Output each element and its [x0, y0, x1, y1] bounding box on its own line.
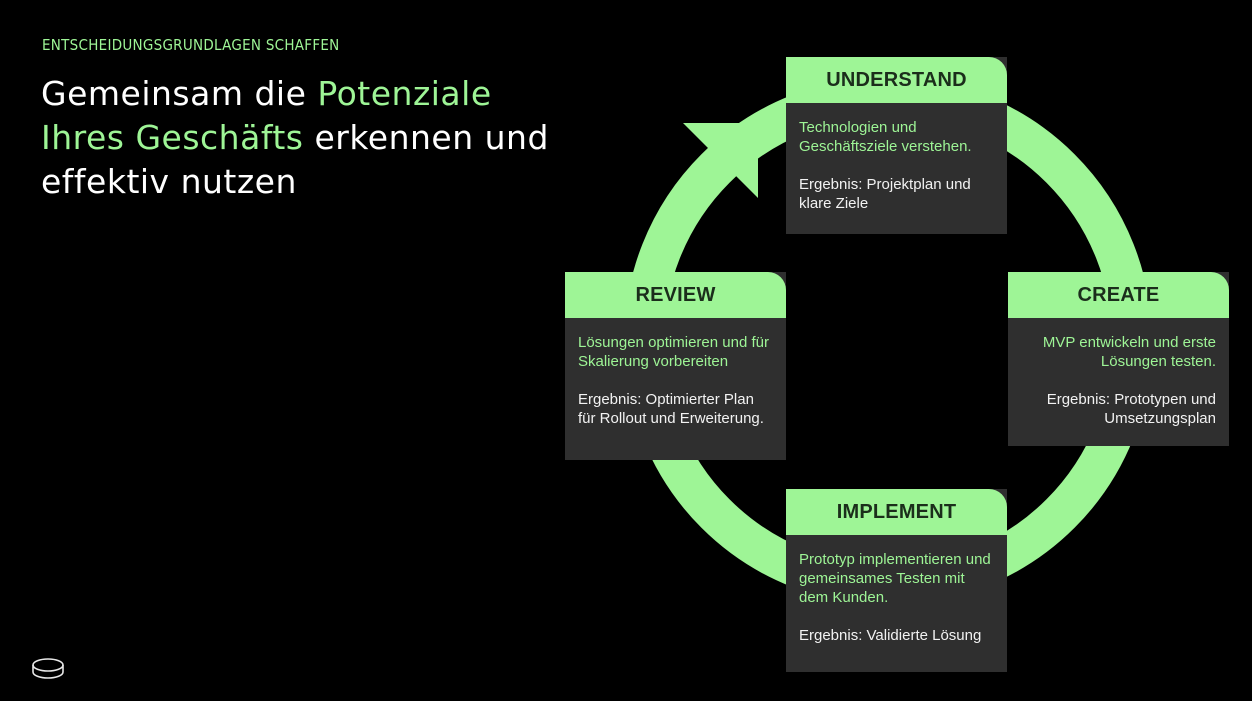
stage-result: Ergebnis: Projektplan und klare Ziele	[799, 176, 971, 212]
stage-result: Ergebnis: Prototypen und Umsetzungsplan	[1046, 391, 1216, 427]
ring-logo-icon	[32, 658, 64, 679]
title-part-2: erkennen und effektiv nutzen	[41, 118, 549, 201]
section-eyebrow: ENTSCHEIDUNGSGRUNDLAGEN SCHAFFEN	[42, 36, 340, 54]
stage-card-create: CREATE MVP entwickeln und erste Lösungen…	[1008, 272, 1229, 446]
stage-card-review: REVIEW Lösungen optimieren und für Skali…	[565, 272, 786, 460]
page-title: Gemeinsam die Potenziale Ihres Geschäfts…	[41, 72, 561, 204]
stage-title: IMPLEMENT	[786, 489, 1007, 535]
stage-description: Prototyp implementieren und gemeinsames …	[799, 551, 991, 606]
stage-title: CREATE	[1008, 272, 1229, 318]
arrow-head-icon	[683, 123, 758, 198]
title-part-1: Gemeinsam die	[41, 74, 318, 113]
stage-card-understand: UNDERSTAND Technologien und Geschäftszie…	[786, 57, 1007, 234]
stage-result: Ergebnis: Optimierter Plan für Rollout u…	[578, 391, 764, 427]
stage-result: Ergebnis: Validierte Lösung	[799, 627, 982, 644]
stage-description: Technologien und Geschäftsziele verstehe…	[799, 119, 972, 155]
stage-description: MVP entwickeln und erste Lösungen testen…	[1042, 334, 1216, 370]
stage-description: Lösungen optimieren und für Skalierung v…	[578, 334, 769, 370]
stage-title: UNDERSTAND	[786, 57, 1007, 103]
stage-title: REVIEW	[565, 272, 786, 318]
title-highlight: Potenziale Ihres Geschäfts	[41, 74, 492, 157]
stage-card-implement: IMPLEMENT Prototyp implementieren und ge…	[786, 489, 1007, 672]
